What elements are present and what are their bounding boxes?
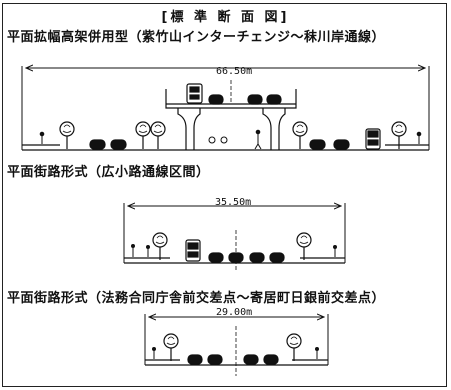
section-1-drawing [21,66,430,151]
section-1-pedestrians [39,129,422,150]
right-pier [262,108,272,150]
elevated-vehicles [186,83,282,105]
section-2-vehicles [185,239,285,263]
section-2-trees [152,232,312,260]
section-2-pedestrians [131,244,337,257]
diagram-title: [標 準 断 面 図] [161,10,290,25]
section-3-width-label: 29.00m [216,307,253,318]
section-3-title: 平面街路形式（法務合同庁舎前交差点～寄居町日銀前交差点） [7,291,386,306]
elevated-deck [165,89,297,109]
section-2-title: 平面街路形式（広小路通線区間） [7,165,210,180]
section-3-drawing [144,314,329,376]
section-3-vehicles [187,354,279,365]
elevated-structure [165,80,297,150]
left-pier [177,108,187,150]
ground-vehicles [89,128,381,150]
section-2-drawing [123,203,346,270]
section-2-width-label: 35.50m [215,197,252,208]
section-3-trees [163,333,302,361]
section-3-pedestrians [152,347,319,359]
section-1-trees [59,121,407,149]
section-1-title: 平面拡幅高架併用型（紫竹山インターチェンジ～秣川岸通線） [7,30,386,45]
section-1-width-label: 66.50m [216,66,253,77]
